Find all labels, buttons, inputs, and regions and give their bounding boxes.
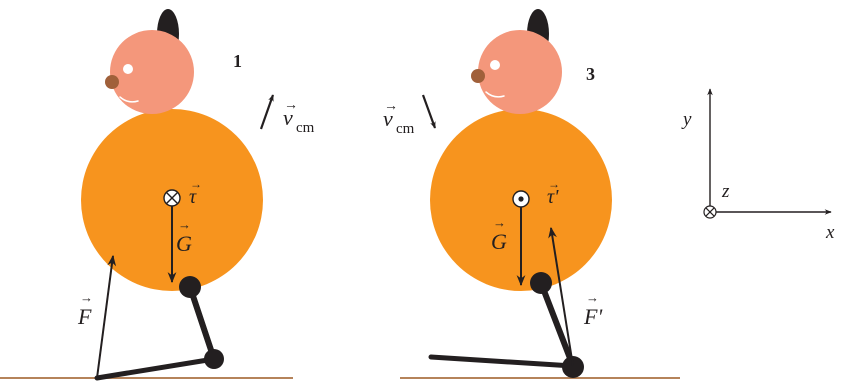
vcm-subscript-3: cm — [396, 121, 415, 137]
G-symbol-1: G — [176, 231, 192, 256]
F-arrow-1: → — [80, 290, 93, 305]
eye-3 — [490, 60, 500, 70]
out-of-page-dot-icon — [512, 190, 530, 208]
y-axis-label: y — [681, 109, 692, 130]
nose-1 — [105, 75, 119, 89]
mouth-3 — [485, 91, 505, 98]
panel-3: 3 → v cm → τ' → G → F' — [383, 9, 680, 379]
tau-arrow-3: → — [548, 177, 560, 191]
tau-symbol-3: τ' — [547, 186, 559, 208]
force-F-arrow-3 — [548, 226, 574, 367]
nose-3 — [471, 69, 485, 83]
mouth-1 — [119, 96, 139, 103]
z-axis-label: z — [721, 181, 730, 202]
vcm-arrow-3: → — [384, 99, 398, 114]
coordinate-axes: y z x — [681, 88, 835, 243]
x-axis-label: x — [825, 222, 835, 243]
G-arrow-1: → — [178, 217, 191, 232]
knee-joint-3 — [530, 272, 552, 294]
vcm-symbol-1: v — [283, 105, 293, 130]
tau-symbol-1: τ — [189, 186, 197, 208]
panel-1: 1 → v cm → τ → G → F — [0, 9, 315, 381]
F-arrow-3: → — [586, 290, 599, 305]
panel-number-1: 1 — [233, 51, 242, 71]
head-1 — [110, 30, 194, 114]
into-page-cross-icon — [703, 205, 717, 219]
knee-joint-1 — [179, 276, 201, 298]
F-symbol-3: F' — [583, 304, 602, 329]
shin-1 — [187, 284, 217, 362]
velocity-arrow-3 — [421, 94, 437, 129]
vcm-symbol-3: v — [383, 106, 393, 131]
ankle-joint-1 — [204, 349, 224, 369]
into-page-cross-icon — [163, 189, 181, 207]
vcm-subscript-1: cm — [296, 120, 315, 136]
eye-1 — [123, 64, 133, 74]
vcm-arrow-1: → — [284, 98, 298, 113]
tau-arrow-1: → — [190, 177, 202, 191]
ankle-joint-3 — [562, 356, 584, 378]
force-F-arrow-1 — [96, 254, 117, 379]
G-symbol-3: G — [491, 229, 507, 254]
F-symbol-1: F — [77, 304, 92, 329]
foot-1 — [94, 356, 217, 381]
shin-3 — [538, 280, 576, 369]
foot-3 — [428, 354, 576, 369]
head-3 — [478, 30, 562, 114]
G-arrow-3: → — [493, 215, 506, 230]
panel-number-3: 3 — [586, 64, 595, 84]
velocity-arrow-1 — [259, 94, 275, 130]
